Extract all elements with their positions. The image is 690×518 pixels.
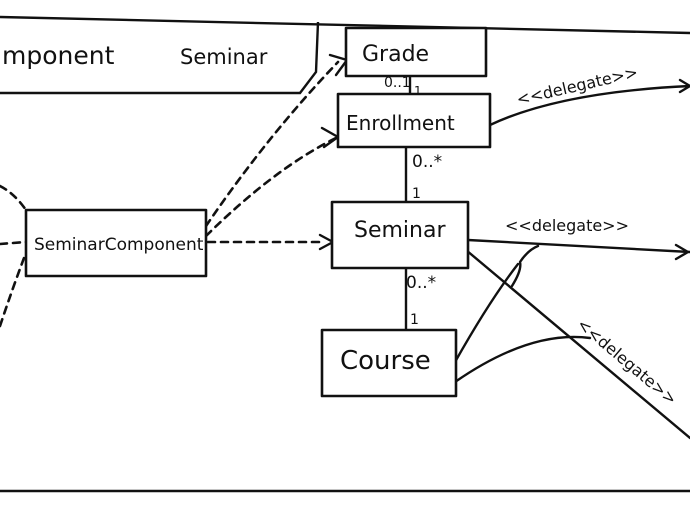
frame-title-right: Seminar	[180, 45, 268, 69]
stereotype-delegate-middle: <<delegate>>	[505, 216, 629, 235]
class-seminar-name: Seminar	[354, 218, 446, 243]
dependency-to-enrollment	[204, 136, 338, 238]
multiplicity-seminar-course-bottom: 1	[410, 312, 419, 328]
class-seminar-component: SeminarComponent	[24, 208, 208, 278]
delegate-connector-top	[488, 84, 690, 127]
left-dependency-middle	[0, 240, 28, 246]
seminar-component-dependencies	[204, 53, 349, 251]
course-link-upper	[453, 262, 520, 364]
delegate-top-arrowhead	[678, 78, 690, 94]
class-seminar-component-name: SeminarComponent	[34, 235, 204, 255]
left-dashed-dependencies	[0, 184, 28, 328]
multiplicity-grade-enrollment-bottom: 1	[414, 84, 422, 98]
delegate-connector-bottom	[464, 248, 690, 440]
class-seminar: Seminar	[330, 200, 470, 270]
class-enrollment-name: Enrollment	[346, 111, 455, 135]
stereotype-delegate-bottom: <<delegate>>	[573, 315, 680, 409]
multiplicity-seminar-course-top: 0..*	[406, 273, 436, 293]
multiplicity-enrollment-seminar-bottom: 1	[412, 186, 421, 202]
left-dependency-upper	[0, 184, 28, 212]
component-frame	[0, 15, 690, 493]
associations	[404, 74, 412, 332]
class-enrollment: Enrollment	[336, 92, 492, 149]
multiplicity-grade-enrollment-top: 0..1	[384, 75, 411, 91]
delegate-middle-arrowhead	[674, 243, 690, 261]
delegate-middle-bracket	[510, 244, 540, 288]
dependency-to-grade	[204, 60, 340, 228]
multiplicity-labels: 0..1 1 0..* 1 0..* 1	[384, 75, 442, 328]
grade-dependency-arrowhead	[328, 53, 349, 77]
delegate-connectors	[453, 78, 690, 440]
stereotype-delegate-top: <<delegate>>	[515, 62, 640, 108]
left-dependency-lower	[0, 256, 26, 328]
multiplicity-enrollment-seminar-top: 0..*	[412, 152, 442, 172]
class-course: Course	[320, 328, 458, 398]
class-grade-name: Grade	[362, 42, 429, 67]
delegate-connector-middle	[466, 238, 690, 254]
frame-title-left: mponent	[2, 41, 115, 70]
frame-name-tag: mponent Seminar	[0, 21, 320, 95]
class-course-name: Course	[340, 346, 431, 376]
course-link-lower	[453, 335, 592, 384]
class-grade: Grade	[344, 26, 488, 78]
